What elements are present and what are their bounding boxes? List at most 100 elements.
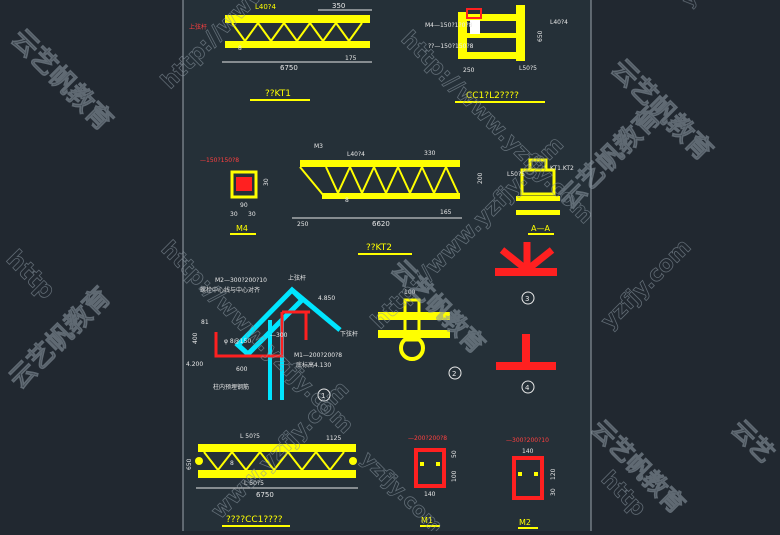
m2-plate bbox=[512, 456, 544, 500]
joint2-callout-number: 2 bbox=[452, 370, 456, 378]
cc1l2-plate-label: M4—150?1?0?8 bbox=[425, 22, 473, 29]
kt1-title: ??KT1 bbox=[265, 89, 291, 99]
kt2-end-diagonal bbox=[299, 166, 325, 197]
roof-bottom-note: 柱内预埋钢筋 bbox=[213, 383, 249, 391]
roof-lower-label: 下弦杆 bbox=[340, 330, 358, 338]
roof-plate-note: M2—300?200?10 bbox=[215, 277, 267, 284]
aa-top-note: L50?5 bbox=[507, 171, 525, 178]
cc1l2-angle-bottom: L50?5 bbox=[519, 65, 537, 72]
roof-dim-81: 81 bbox=[201, 319, 209, 326]
section-cc1l2: M4—150?1?0?8 L40?4 650 ??—150?150?8 250 … bbox=[425, 5, 568, 103]
kt2-top-label: M3 bbox=[314, 143, 323, 150]
kt2-dim-8: 8 bbox=[345, 197, 349, 204]
m4-dim-30: 30 bbox=[263, 178, 270, 186]
kt1-top-chord-label: L40?4 bbox=[255, 3, 277, 11]
m4-dim-a: 30 bbox=[230, 211, 238, 218]
kt2-dim-200: 200 bbox=[477, 172, 484, 184]
cc1l2-top-bar bbox=[458, 14, 525, 21]
m4-inner-block bbox=[236, 177, 252, 191]
cc1-top-chord bbox=[198, 444, 356, 452]
m1-dim-140: 140 bbox=[424, 491, 436, 498]
m2-dim-120: 120 bbox=[550, 468, 557, 480]
kt1-top-label: 上弦杆 bbox=[189, 23, 207, 31]
roof-elev-4200: 4.200 bbox=[186, 361, 203, 368]
cc1l2-plate-label-2: ??—150?150?8 bbox=[428, 43, 474, 50]
watermark-text: 云艺 bbox=[726, 414, 780, 468]
cc1l2-dim-650: 650 bbox=[537, 30, 544, 42]
m4-note: —150?150?8 bbox=[200, 157, 239, 164]
kt2-top-chord bbox=[300, 160, 460, 167]
cc1l2-white-tube bbox=[470, 20, 480, 34]
cc1l2-angle-label: L40?4 bbox=[550, 19, 568, 26]
joint3-right-arm bbox=[524, 247, 555, 273]
m1-dim-100: 100 bbox=[451, 470, 458, 482]
roof-top-label: 上弦杆 bbox=[288, 274, 306, 282]
cc1l2-red-plate bbox=[466, 8, 482, 19]
roof-callout-circle bbox=[317, 388, 331, 402]
m4-dim-90: 90 bbox=[240, 202, 248, 209]
cc1-dim-total: 6750 bbox=[256, 491, 274, 499]
cc1-bottom-chord bbox=[198, 470, 356, 478]
joint3-base bbox=[495, 268, 557, 276]
roof-red-frame bbox=[214, 312, 284, 358]
roof-callout-number: 1 bbox=[321, 392, 325, 400]
plate-m2: —300?200?10 140 120 30 M2 bbox=[506, 437, 557, 529]
cc1-web-note: 8 bbox=[230, 460, 234, 467]
joint2-pipe bbox=[399, 335, 425, 361]
watermark-text: yzfjy.com bbox=[597, 235, 697, 335]
cc1l2-mid-bar bbox=[458, 33, 525, 38]
cc1-title: ????CC1???? bbox=[226, 515, 283, 525]
m4-dim-b: 30 bbox=[248, 211, 256, 218]
kt2-dim-total: 6620 bbox=[372, 220, 390, 228]
joint-detail-3: 3 bbox=[495, 242, 557, 305]
truss-cc1: L 50?5 1125 650 8 L 50?5 6750 ????CC1???… bbox=[186, 433, 358, 527]
watermark-text: 云艺帆教育 bbox=[3, 281, 117, 395]
roof-dim-400: 400 bbox=[192, 332, 199, 344]
joint2-dim-100: 100 bbox=[404, 289, 416, 296]
joint2-top-plate bbox=[378, 312, 450, 320]
roof-cyan-right-rafter bbox=[290, 288, 342, 332]
cc1l2-title: CC1?L2???? bbox=[466, 91, 519, 101]
joint4-stem bbox=[522, 334, 530, 364]
kt1-dim-175: 175 bbox=[345, 55, 357, 62]
kt2-title: ??KT2 bbox=[366, 243, 392, 253]
cc1-node-left bbox=[195, 457, 203, 465]
roof-elev-1: 底标高4.130 bbox=[296, 361, 331, 369]
kt2-dim-330: 330 bbox=[424, 150, 436, 157]
m4-title: M4 bbox=[236, 224, 248, 233]
roof-elev-top: 4.850 bbox=[318, 295, 335, 302]
cc1-angle-top: L 50?5 bbox=[240, 433, 260, 440]
m2-dim-140: 140 bbox=[522, 448, 534, 455]
roof-dim-300: —300 bbox=[270, 332, 288, 339]
aa-base-1 bbox=[516, 196, 560, 201]
roof-phi-note: φ 8@150 bbox=[224, 338, 251, 345]
kt1-dim-8: 8 bbox=[238, 45, 242, 52]
watermark-text: 云艺帆教育 bbox=[5, 23, 119, 137]
truss-kt1: L40?4 350 上弦杆 8 175 6750 ??KT1 bbox=[189, 2, 372, 101]
roof-plate-m1: M1—200?200?8 bbox=[294, 352, 342, 359]
joint-detail-2: 100 2 bbox=[378, 289, 462, 380]
aa-title: A—A bbox=[531, 224, 550, 233]
kt1-dim-350: 350 bbox=[332, 2, 345, 10]
m1-dim-50: 50 bbox=[451, 450, 458, 458]
plate-m4: —150?150?8 30 90 30 30 M4 bbox=[200, 157, 270, 235]
joint3-callout-number: 3 bbox=[525, 295, 529, 303]
truss-kt2: M3 L40?4 330 200 8 250 6620 165 ??KT2 bbox=[292, 143, 484, 255]
kt1-bottom-chord bbox=[225, 41, 370, 48]
plate-m1: —200?200?8 50 100 140 M1 bbox=[408, 435, 458, 527]
joint4-flange bbox=[496, 362, 556, 370]
aa-base-2 bbox=[516, 210, 560, 215]
m4-outer-plate bbox=[230, 170, 258, 199]
kt2-dim-250: 250 bbox=[297, 221, 309, 228]
joint4-callout-number: 4 bbox=[525, 384, 530, 392]
m1-plate bbox=[414, 448, 446, 488]
aa-tag: KT1.KT2 bbox=[550, 165, 574, 172]
m2-dim-30: 30 bbox=[550, 488, 557, 496]
kt2-web-members bbox=[325, 164, 459, 196]
roof-dim-600: 600 bbox=[236, 366, 248, 373]
kt2-dim-165: 165 bbox=[440, 209, 452, 216]
aa-column bbox=[520, 168, 556, 196]
roof-note-2: 螺栓中心线与中心对齐 bbox=[200, 286, 260, 294]
